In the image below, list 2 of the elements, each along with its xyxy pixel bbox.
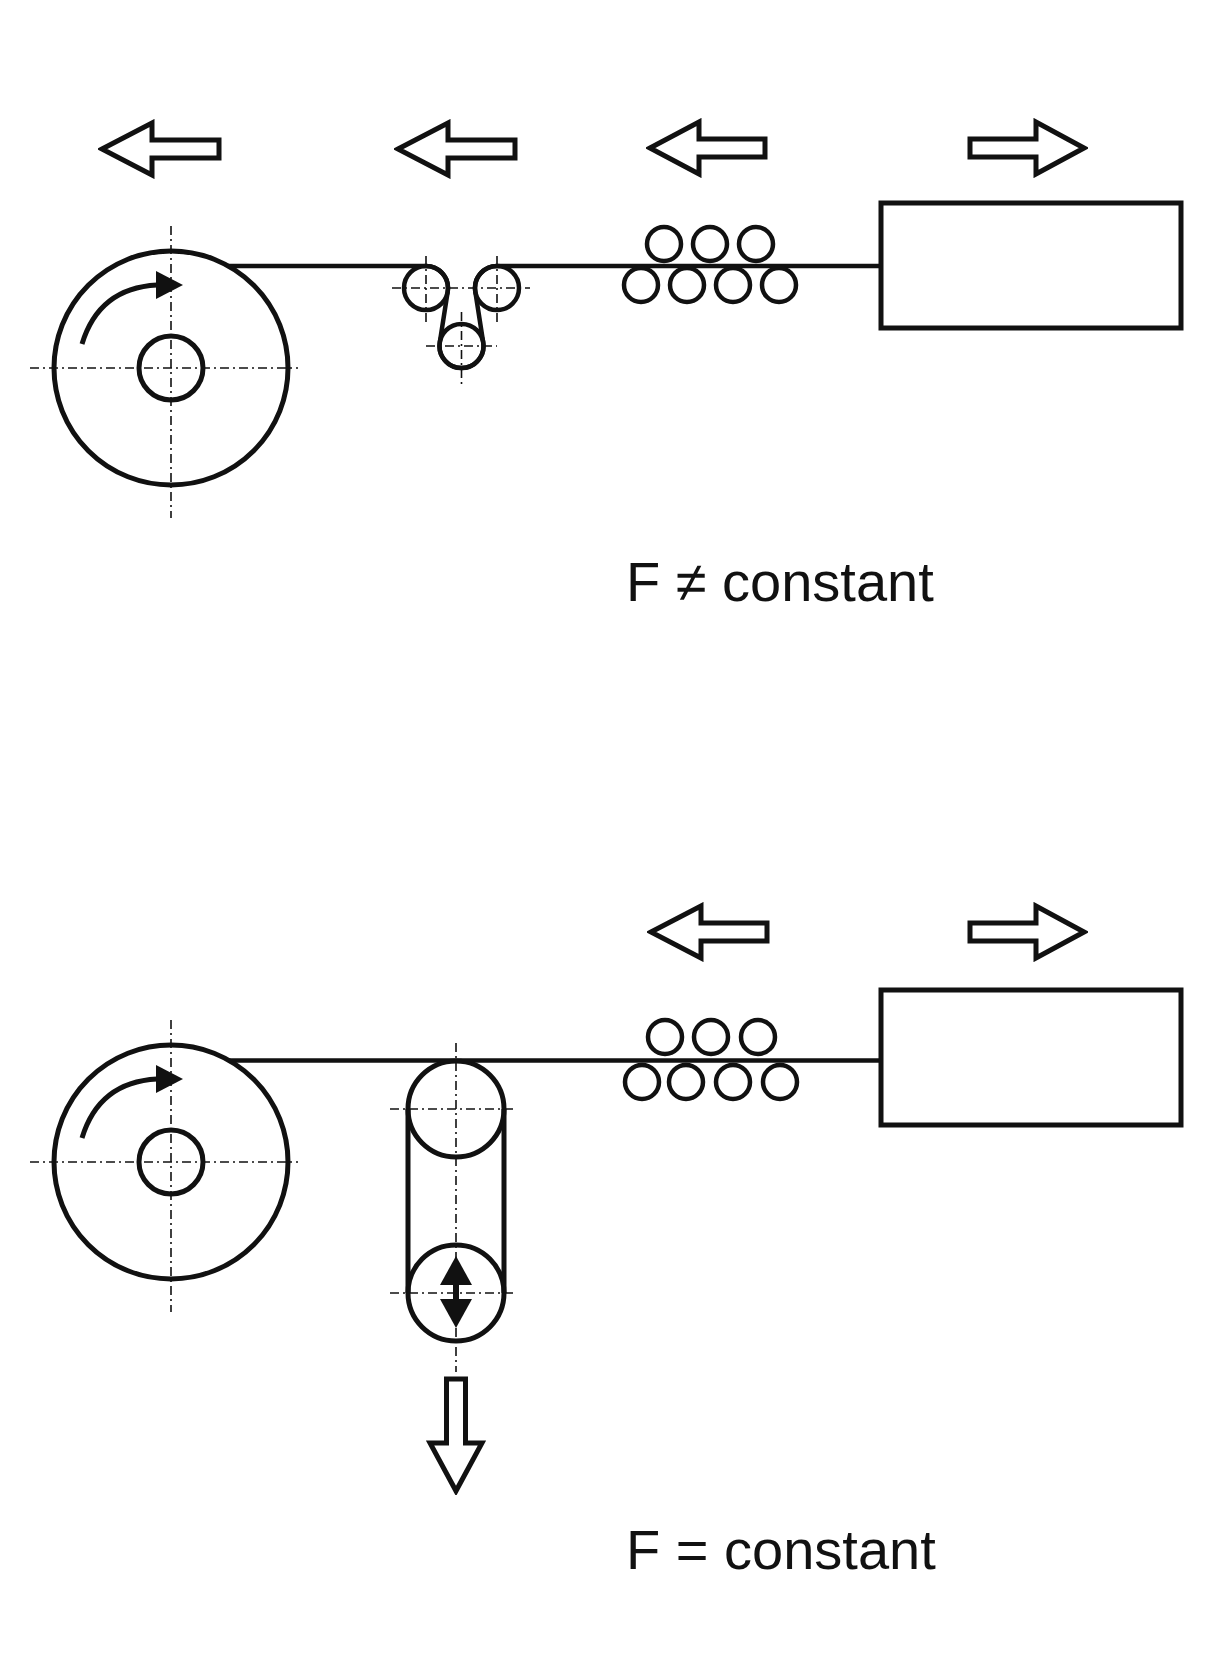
force-formula-text: F ≠ constant [626,554,934,610]
force-formula-text: F = constant [626,1522,936,1578]
